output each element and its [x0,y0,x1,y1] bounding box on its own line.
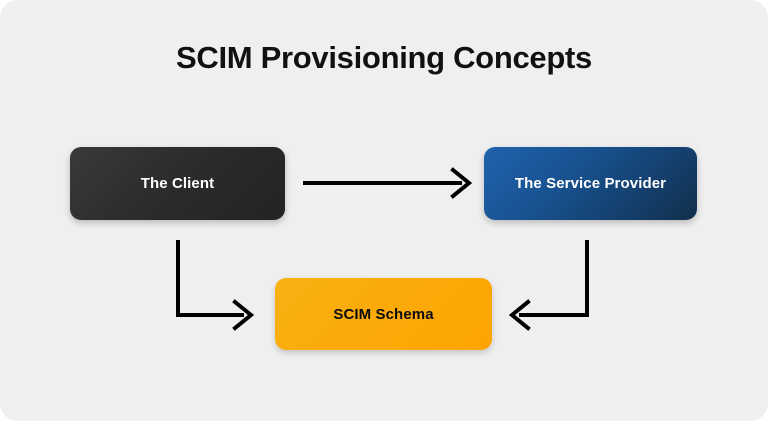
arrowhead-right-icon [232,299,255,331]
node-label: The Service Provider [514,175,667,192]
page-title: SCIM Provisioning Concepts [176,40,592,75]
node-the-client[interactable]: The Client [70,147,285,220]
node-label: The Client [140,175,215,192]
connector-client-to-provider [303,167,473,199]
node-scim-schema[interactable]: SCIM Schema [275,278,492,350]
arrowhead-right-icon [450,167,473,199]
node-the-service-provider[interactable]: The Service Provider [484,147,697,220]
connector-line [176,240,244,317]
arrowhead-left-icon [508,299,531,331]
connector-line [519,240,589,317]
connector-provider-to-schema [508,240,589,331]
node-label: SCIM Schema [333,305,434,323]
connector-client-to-schema [176,240,255,331]
